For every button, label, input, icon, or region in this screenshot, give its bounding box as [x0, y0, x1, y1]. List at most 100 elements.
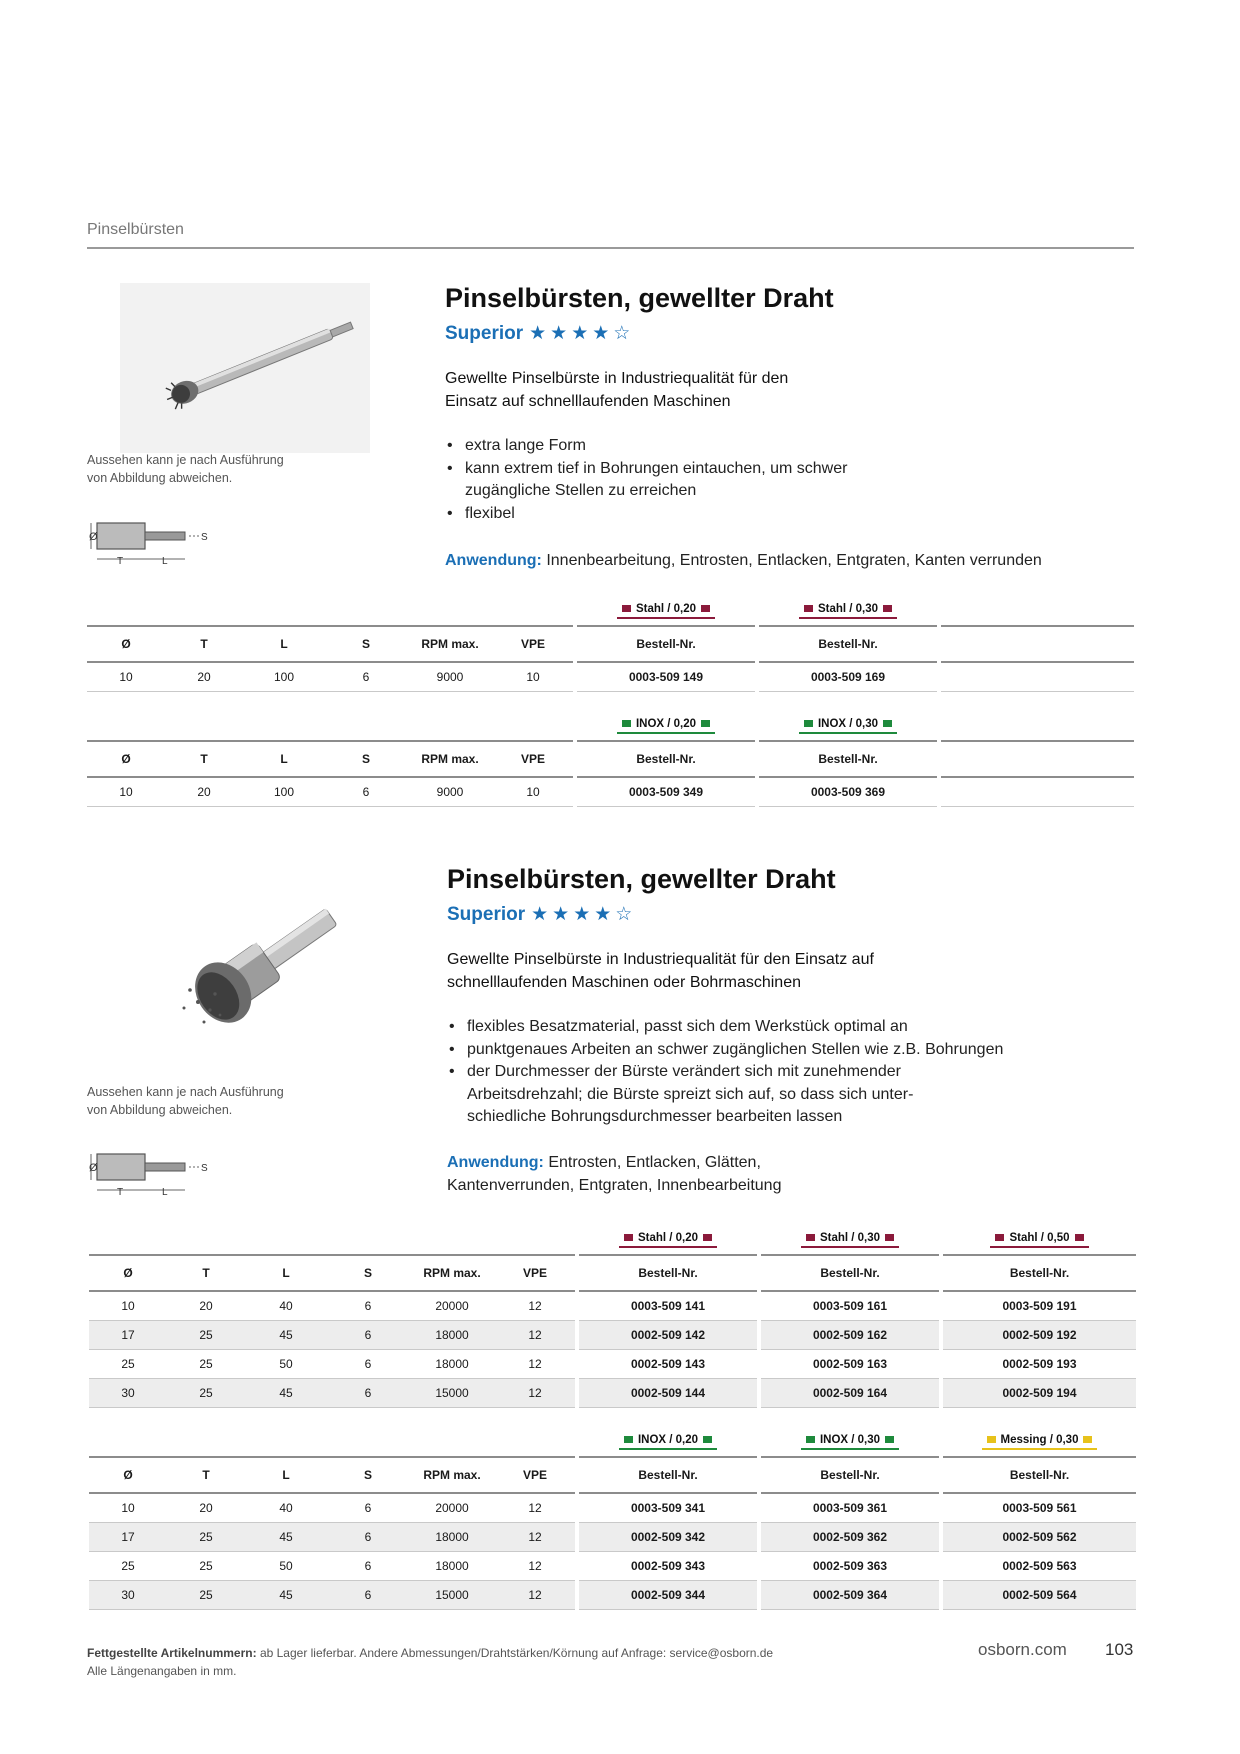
- order-number: 0002-509 143: [579, 1349, 757, 1379]
- material-label: Stahl / 0,50: [943, 1225, 1136, 1255]
- spec-table-inox-messing: INOX / 0,20 INOX / 0,30 Messing / 0,30 Ø…: [89, 1427, 1136, 1610]
- material-label: Stahl / 0,20: [579, 1225, 757, 1255]
- order-number: 0002-509 163: [761, 1349, 939, 1379]
- footer-note-text: ab Lager lieferbar. Andere Abmessungen/D…: [259, 1646, 774, 1660]
- quality-rating: Superior★★★★☆: [447, 903, 636, 926]
- footer-note: Fettgestellte Artikelnummern: ab Lager l…: [87, 1644, 987, 1680]
- order-number: 0002-509 144: [579, 1378, 757, 1408]
- order-number: 0002-509 364: [761, 1580, 939, 1610]
- dimension-diagram: Ø S T L: [89, 1153, 208, 1198]
- material-label: INOX / 0,20: [579, 1427, 757, 1457]
- order-number: 0002-509 363: [761, 1551, 939, 1581]
- order-number: 0002-509 192: [943, 1320, 1136, 1350]
- application: Anwendung: Innenbearbeitung, Entrosten, …: [445, 549, 1145, 572]
- star-rating-icon: ★★★★☆: [531, 904, 637, 925]
- feature-list: extra lange Form kann extrem tief in Boh…: [445, 435, 1135, 525]
- diameter-label: Ø: [89, 531, 98, 543]
- order-number: 0003-509 561: [943, 1493, 1136, 1523]
- shank-label: S: [201, 1163, 208, 1174]
- page-number: 103: [1105, 1640, 1134, 1659]
- material-label: Stahl / 0,20: [577, 596, 755, 626]
- application-text: Entrosten, Entlacken, Glätten,: [548, 1154, 761, 1171]
- feature-list: flexibles Besatzmaterial, passt sich dem…: [447, 1016, 1137, 1129]
- order-number: 0002-509 362: [761, 1522, 939, 1552]
- diameter-label: Ø: [89, 1162, 98, 1174]
- product-title: Pinselbürsten, gewellter Draht: [447, 864, 836, 894]
- product-title: Pinselbürsten, gewellter Draht: [445, 283, 834, 313]
- order-number: 0002-509 562: [943, 1522, 1136, 1552]
- order-number: 0003-509 141: [579, 1291, 757, 1321]
- application-text-2: Kantenverrunden, Entgraten, Innenbearbei…: [447, 1177, 782, 1194]
- order-number: 0003-509 169: [759, 662, 937, 692]
- list-item: der Durchmesser der Bürste verändert sic…: [447, 1061, 1137, 1084]
- order-number: 0003-509 361: [761, 1493, 939, 1523]
- image-note: Aussehen kann je nach Ausführung von Abb…: [87, 453, 284, 485]
- product-description: Gewellte Pinselbürste in Industriequalit…: [445, 370, 789, 410]
- material-label: INOX / 0,30: [761, 1427, 939, 1457]
- list-item: punktgenaues Arbeiten an schwer zugängli…: [447, 1039, 1137, 1062]
- material-label: Stahl / 0,30: [759, 596, 937, 626]
- footer-note-units: Alle Längenangaben in mm.: [87, 1664, 237, 1678]
- product-image-end-brush: [182, 908, 337, 1024]
- list-item: flexibles Besatzmaterial, passt sich dem…: [447, 1016, 1137, 1039]
- table-header: Ø T L S RPM max. VPE Bestell-Nr. Bestell…: [87, 625, 1134, 663]
- quality-label: Superior: [445, 323, 524, 344]
- l-label: L: [162, 556, 168, 567]
- order-number: 0002-509 142: [579, 1320, 757, 1350]
- order-number: 0003-509 149: [577, 662, 755, 692]
- application-label: Anwendung:: [447, 1154, 544, 1171]
- order-number: 0002-509 342: [579, 1522, 757, 1552]
- footer-note-bold: Fettgestellte Artikelnummern:: [87, 1646, 257, 1660]
- quality-label: Superior: [447, 904, 526, 925]
- section-label: Pinselbürsten: [87, 221, 184, 238]
- order-number: 0002-509 162: [761, 1320, 939, 1350]
- footer-site-link[interactable]: osborn.com: [978, 1640, 1067, 1659]
- spec-table-inox: INOX / 0,20 INOX / 0,30 Ø T L S RPM max.…: [87, 711, 1134, 807]
- table-header: Ø T L S RPM max. VPE Bestell-Nr. Bestell…: [89, 1254, 1136, 1292]
- order-number: 0002-509 344: [579, 1580, 757, 1610]
- t-label: T: [117, 1187, 123, 1198]
- l-label: L: [162, 1187, 168, 1198]
- quality-rating: Superior★★★★☆: [445, 322, 634, 345]
- list-item-continuation: schiedliche Bohrungsdurchmesser bearbeit…: [467, 1108, 843, 1125]
- order-number: 0002-509 193: [943, 1349, 1136, 1379]
- application: Anwendung: Entrosten, Entlacken, Glätten…: [447, 1151, 1147, 1197]
- spec-table-steel: Stahl / 0,20 Stahl / 0,30 Stahl / 0,50 Ø…: [89, 1225, 1136, 1408]
- order-number: 0002-509 194: [943, 1378, 1136, 1408]
- material-label: Stahl / 0,30: [761, 1225, 939, 1255]
- product-image-long-brush: [120, 283, 370, 453]
- material-label: INOX / 0,20: [577, 711, 755, 741]
- order-number: 0003-509 161: [761, 1291, 939, 1321]
- order-number: 0002-509 343: [579, 1551, 757, 1581]
- t-label: T: [117, 556, 123, 567]
- list-item: extra lange Form: [445, 435, 1135, 458]
- order-number: 0003-509 341: [579, 1493, 757, 1523]
- order-number: 0003-509 191: [943, 1291, 1136, 1321]
- shank-label: S: [201, 532, 208, 543]
- order-number: 0002-509 564: [943, 1580, 1136, 1610]
- spec-table-steel: Stahl / 0,20 Stahl / 0,30 Ø T L S RPM ma…: [87, 596, 1134, 692]
- image-note: Aussehen kann je nach Ausführung von Abb…: [87, 1085, 284, 1117]
- application-label: Anwendung:: [445, 552, 542, 569]
- dimension-diagram: Ø S T L: [89, 522, 208, 567]
- order-number: 0003-509 369: [759, 777, 937, 807]
- order-number: 0002-509 164: [761, 1378, 939, 1408]
- table-header: Ø T L S RPM max. VPE Bestell-Nr. Bestell…: [87, 740, 1134, 778]
- list-item: flexibel: [445, 503, 1135, 526]
- product-description: Gewellte Pinselbürste in Industriequalit…: [447, 951, 874, 991]
- order-number: 0002-509 563: [943, 1551, 1136, 1581]
- material-label: INOX / 0,30: [759, 711, 937, 741]
- star-rating-icon: ★★★★☆: [529, 323, 635, 344]
- list-item-continuation: Arbeitsdrehzahl; die Bürste spreizt sich…: [467, 1085, 914, 1103]
- list-item: kann extrem tief in Bohrungen eintauchen…: [445, 458, 1135, 481]
